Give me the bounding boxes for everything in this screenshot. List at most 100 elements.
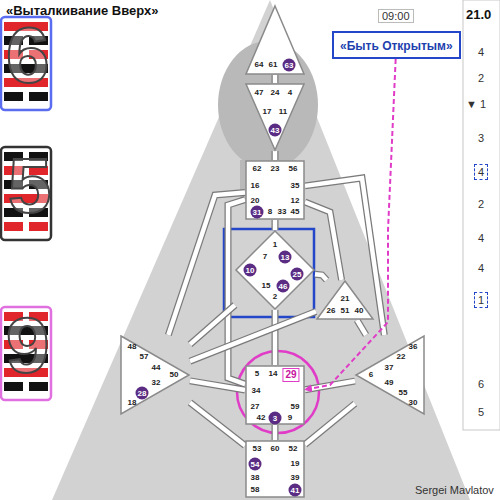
body-silhouette [52, 0, 470, 500]
channel-fill [273, 425, 278, 440]
energy-center: 21 26 51 40 [316, 280, 374, 320]
channel-fill [190, 402, 245, 445]
gate-number: 45 [291, 208, 300, 216]
channel-fill [190, 305, 235, 344]
line-number: 2 [478, 72, 484, 84]
channel-fill [305, 178, 384, 335]
center-shape [236, 231, 314, 309]
gate-number: 14 [269, 370, 278, 378]
gate-number: 56 [289, 165, 298, 173]
energy-center: 622356163520318331245 [245, 160, 305, 220]
energy-center: 514293427594239 [245, 365, 305, 425]
channel [190, 381, 245, 390]
center-shape [246, 441, 304, 497]
gate-number: 48 [128, 343, 137, 351]
gate-number: 43 [269, 124, 282, 137]
channel-outline [190, 402, 245, 445]
center-shape [246, 6, 304, 74]
channel-fill [273, 220, 278, 230]
gate-number: 59 [291, 403, 300, 411]
gate-number: 27 [251, 403, 260, 411]
gate-number: 52 [289, 445, 298, 453]
gate-number: 50 [170, 371, 179, 379]
gate-number: 34 [252, 387, 261, 395]
center-shape [246, 161, 304, 219]
channel [315, 274, 327, 280]
gate-number: 16 [251, 182, 260, 190]
gate-number: 23 [271, 165, 280, 173]
gate-number: 22 [397, 353, 406, 361]
energy-center: 646163 [245, 5, 305, 75]
gate-number: 47 [255, 89, 264, 97]
callout-text: «Быть Открытым» [340, 39, 453, 53]
gate-number: 21 [341, 295, 350, 303]
gate-number: 7 [263, 253, 267, 261]
line-number: 1 [474, 292, 488, 308]
date-field: 21.0 [466, 8, 491, 22]
channel-fill [190, 311, 316, 361]
line-number: 2 [478, 198, 484, 210]
callout-box: «Быть Открытым» [332, 31, 461, 59]
gate-number: 4 [288, 89, 292, 97]
gate-number: 10 [244, 264, 257, 277]
gate-number: 60 [271, 445, 280, 453]
channel [275, 310, 276, 365]
channel-outline [190, 305, 235, 344]
channel-fill [273, 151, 278, 160]
center-shape [356, 336, 424, 414]
gate-number: 42 [257, 414, 266, 422]
channel [275, 151, 276, 160]
channel-fill [228, 200, 245, 385]
gate-number: 24 [271, 89, 280, 97]
gate-number: 30 [409, 399, 418, 407]
gate-number: 1 [273, 241, 277, 249]
gate-number: 20 [251, 197, 260, 205]
gate-number: 17 [263, 108, 272, 116]
gate-number: 55 [399, 389, 408, 397]
callout-arrow [305, 59, 396, 390]
channel-fill [315, 274, 327, 280]
gate-number: 19 [291, 460, 300, 468]
line-number: 3 [478, 132, 484, 144]
channel-outline [272, 151, 279, 160]
highlight-frame [224, 229, 314, 317]
channel-outline [228, 200, 245, 385]
channel-outline [272, 75, 279, 83]
gate-number: 44 [152, 364, 161, 372]
gate-number: 35 [291, 182, 300, 190]
channel [305, 404, 355, 445]
gate-number: 26 [327, 307, 336, 315]
gate-number: 11 [279, 108, 287, 116]
gate-number: 38 [251, 474, 260, 482]
channel [190, 311, 316, 361]
gate-number: 36 [409, 343, 418, 351]
gate-number: 61 [269, 61, 278, 69]
gate-number: 13 [279, 251, 292, 264]
gate-number: 53 [253, 445, 262, 453]
energy-center: 1713102546152 [235, 230, 315, 310]
center-shape [317, 281, 373, 319]
gate-number: 57 [140, 353, 149, 361]
energy-center: 47 24 4 17 11 43 [245, 83, 305, 151]
hexagram-digit: 5 [8, 146, 51, 224]
channel [357, 320, 366, 335]
gate-number: 37 [385, 364, 394, 372]
gate-number: 9 [288, 414, 292, 422]
center-shape [246, 84, 304, 150]
gate-number: 31 [251, 206, 264, 219]
gate-number: 6 [369, 371, 373, 379]
energy-center: 536052541938395841 [245, 440, 305, 498]
gate-number: 51 [341, 307, 350, 315]
line-number: 6 [478, 378, 484, 390]
gate-number: 32 [152, 379, 161, 387]
gate-number: 46 [277, 280, 290, 293]
channel [275, 220, 276, 230]
gate-number: 28 [136, 387, 149, 400]
watermark: Sergei Mavlatov [415, 484, 494, 496]
channel [275, 425, 276, 440]
gate-number: 40 [355, 307, 364, 315]
gate-number: 63 [283, 59, 296, 72]
